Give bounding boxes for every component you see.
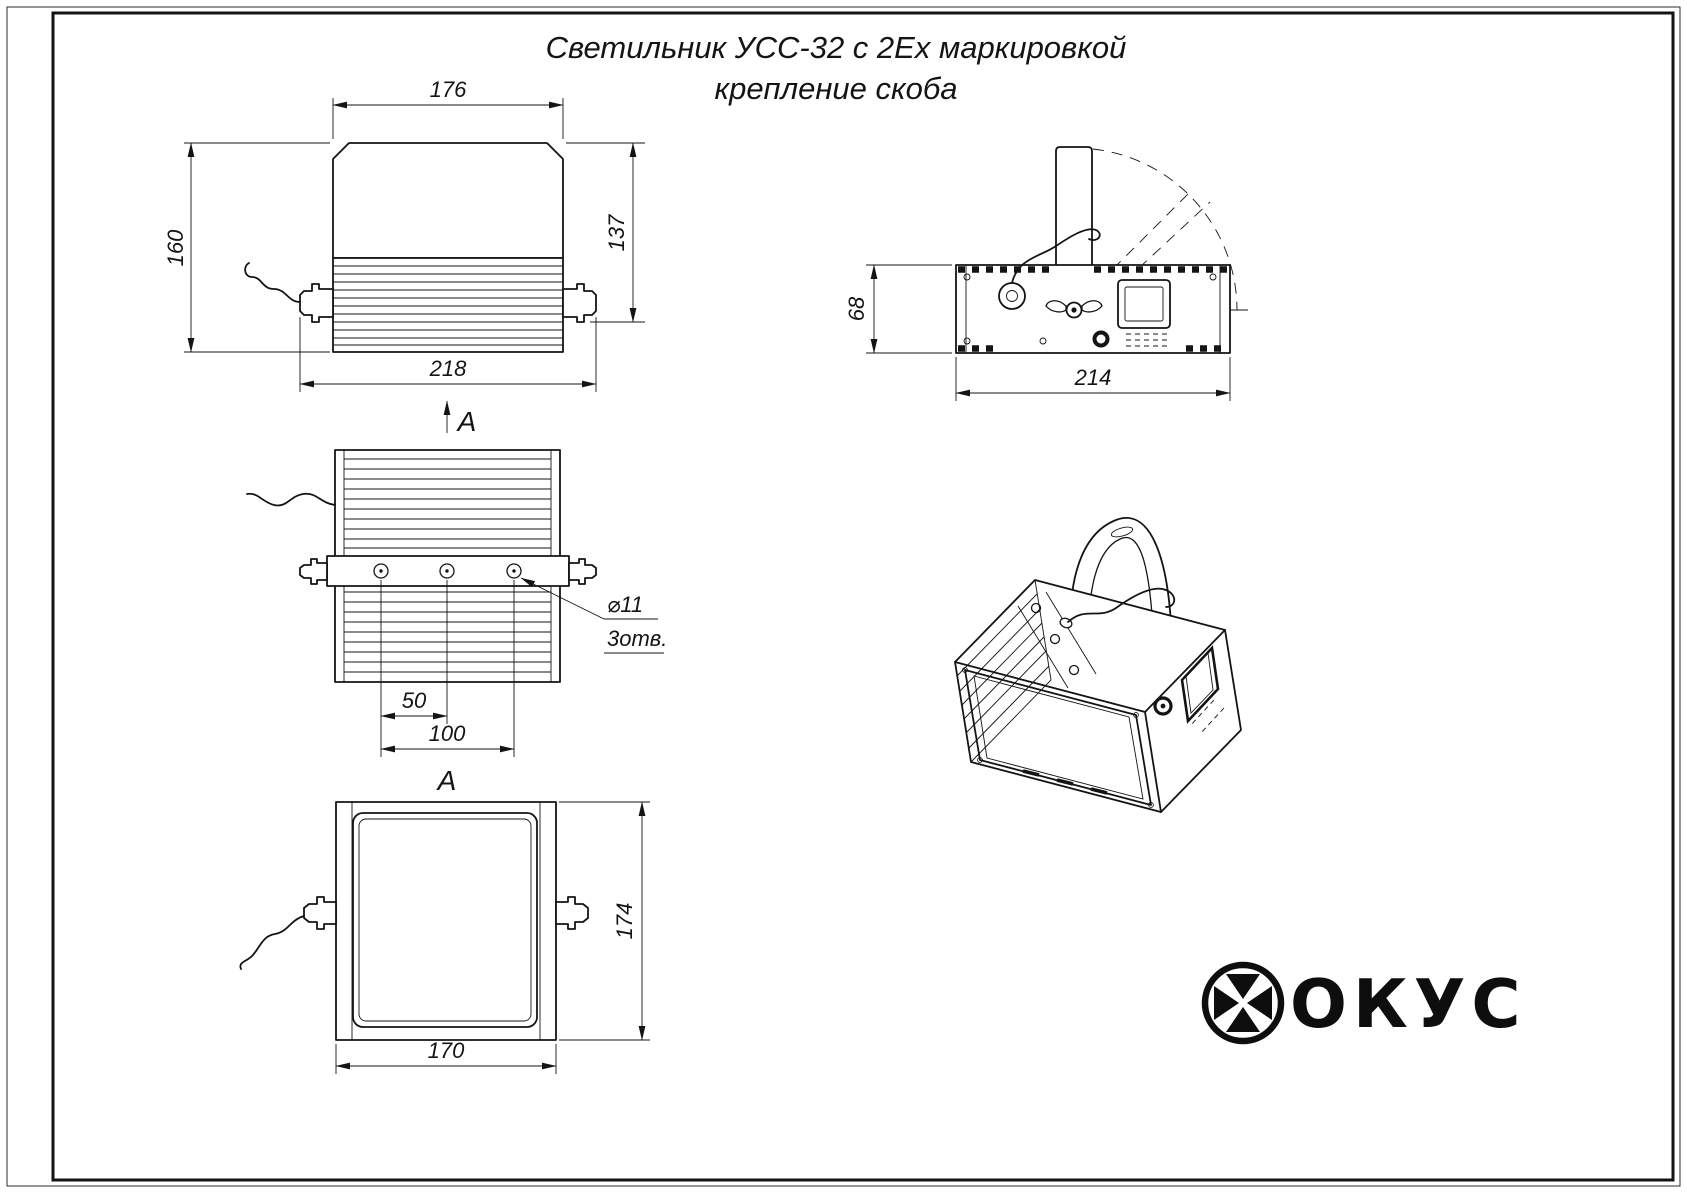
plan-dim-pitch: 50 100 bbox=[380, 580, 515, 757]
plan-dim-span-label: 100 bbox=[429, 721, 466, 746]
side-dim-bottom: 214 bbox=[955, 357, 1231, 401]
mounting-bracket bbox=[1055, 146, 1093, 266]
iso-lens-frame bbox=[964, 669, 1152, 806]
fokus-logo-wordmark: ОКУС bbox=[1290, 965, 1527, 1043]
plan-fins-lower bbox=[344, 591, 551, 673]
front-dim-top: 176 bbox=[332, 77, 564, 139]
bracket-pivot-knob bbox=[1045, 300, 1103, 319]
iso-lens-screws bbox=[962, 667, 1154, 808]
fokus-logo: ОКУС bbox=[1201, 961, 1527, 1045]
iso-fins bbox=[956, 593, 1050, 749]
plan-mounting-holes bbox=[373, 563, 522, 579]
bottom-dim-right: 174 bbox=[559, 801, 650, 1041]
plan-hole-callout-qty: 3отв. bbox=[607, 626, 667, 651]
side-gland-port bbox=[998, 282, 1026, 310]
iso-lens-clips bbox=[1022, 769, 1108, 795]
side-dim-left-label: 68 bbox=[844, 296, 869, 321]
front-view: 176 160 137 218 А bbox=[163, 77, 645, 437]
iso-vent-dashes bbox=[1189, 699, 1225, 735]
plan-view: ⌀11 3отв. 50 100 А bbox=[246, 449, 667, 796]
front-dim-left: 160 bbox=[163, 142, 330, 353]
sheet-frame-outer bbox=[6, 6, 1681, 1187]
side-view: 68 214 bbox=[844, 146, 1248, 401]
section-arrow-label: А bbox=[456, 406, 477, 437]
plan-fins-upper bbox=[344, 458, 551, 549]
bottom-dim-bottom: 170 bbox=[335, 1038, 557, 1074]
iso-lens-inner bbox=[973, 675, 1144, 800]
front-dim-right-label: 137 bbox=[604, 214, 629, 251]
side-ring-port bbox=[1092, 330, 1110, 348]
fokus-logo-icon bbox=[1201, 961, 1285, 1045]
bottom-view: 174 170 bbox=[239, 801, 650, 1074]
title-line-1: Светильник УСС-32 с 2Ех маркировкой bbox=[546, 30, 1127, 65]
front-heatsink-fins bbox=[333, 265, 563, 346]
front-dim-left-label: 160 bbox=[163, 229, 188, 266]
plan-hole-callout: ⌀11 3отв. bbox=[520, 577, 667, 654]
plan-hole-callout-dia: ⌀11 bbox=[607, 592, 643, 617]
side-vent-dashes bbox=[1126, 333, 1168, 347]
plan-cable-wire bbox=[246, 492, 336, 507]
bottom-lens-inner bbox=[358, 818, 532, 1022]
title-line-2: крепление скоба bbox=[714, 71, 957, 106]
iso-ring-port bbox=[1153, 696, 1173, 716]
bracket-rotation-arc bbox=[1073, 147, 1238, 311]
bottom-body bbox=[335, 801, 557, 1041]
front-housing bbox=[332, 142, 564, 259]
plan-gland-left bbox=[299, 558, 328, 585]
side-corner-screws bbox=[963, 273, 1217, 345]
iso-mounting-holes bbox=[1030, 602, 1080, 676]
sheet-frame-inner bbox=[51, 11, 1675, 1182]
bottom-dim-bottom-label: 170 bbox=[428, 1038, 465, 1063]
side-dim-bottom-label: 214 bbox=[1074, 365, 1112, 390]
iso-cable-wire bbox=[1067, 587, 1176, 623]
plan-dim-pitch-label: 50 bbox=[402, 688, 427, 713]
front-cable-wire bbox=[244, 262, 301, 303]
front-cable-gland-right bbox=[562, 283, 597, 323]
plan-gland-right bbox=[568, 558, 597, 585]
front-dim-bottom: 218 bbox=[299, 317, 597, 392]
iso-bar-edge-1 bbox=[1045, 591, 1097, 675]
side-cable-wire bbox=[1011, 228, 1101, 284]
iso-bar-edge-2 bbox=[1017, 605, 1069, 689]
bottom-cable-wire bbox=[239, 915, 305, 970]
side-dim-left: 68 bbox=[844, 264, 952, 354]
section-arrow: А bbox=[443, 400, 477, 437]
side-terminal-box bbox=[1117, 279, 1171, 329]
front-cable-gland-left bbox=[299, 283, 334, 323]
isometric-view bbox=[954, 517, 1242, 813]
iso-body-edges bbox=[954, 629, 1226, 813]
plan-section-label: А bbox=[436, 765, 457, 796]
bottom-lens-frame bbox=[352, 812, 538, 1028]
drawing-title: Светильник УСС-32 с 2Ех маркировкой креп… bbox=[546, 30, 1127, 106]
iso-fin-fold-edge bbox=[970, 579, 1052, 763]
bottom-gland-right bbox=[555, 896, 589, 930]
front-dim-right: 137 bbox=[566, 142, 645, 323]
iso-bracket-slot bbox=[1110, 526, 1134, 538]
bottom-gland-left bbox=[303, 896, 337, 930]
front-dim-top-label: 176 bbox=[430, 77, 467, 102]
bottom-dim-right-label: 174 bbox=[612, 903, 637, 940]
front-dim-bottom-label: 218 bbox=[429, 356, 467, 381]
